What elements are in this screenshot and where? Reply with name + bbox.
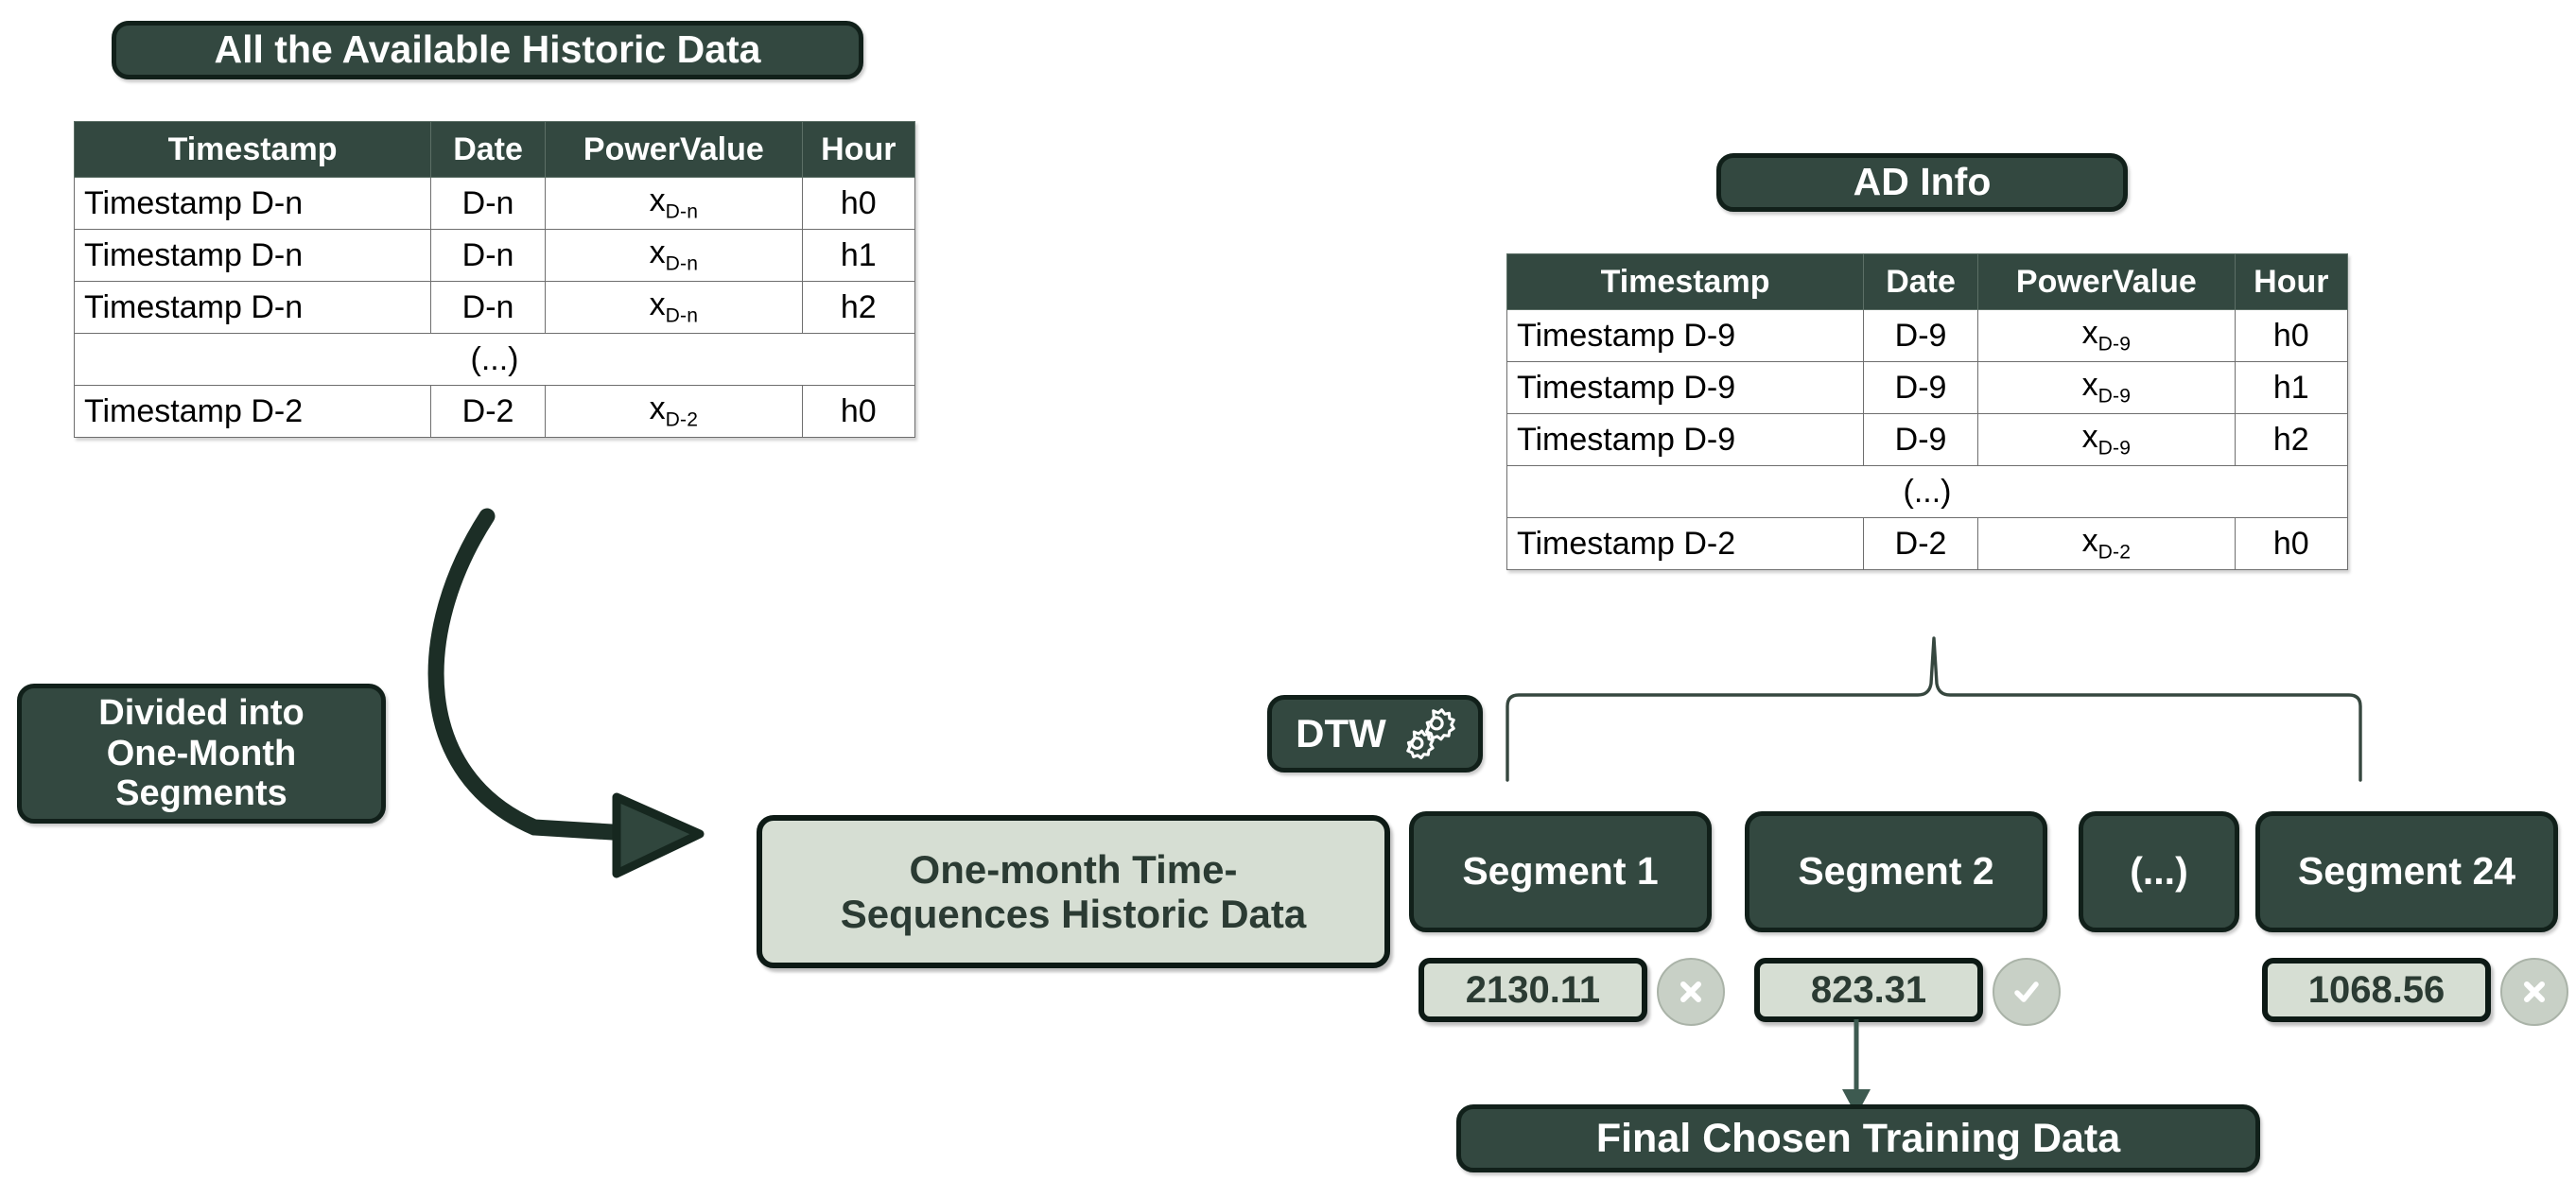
ad-col-powervalue: PowerValue (1977, 253, 2236, 310)
segment-24-box[interactable]: Segment 24 (2255, 811, 2558, 932)
cell-hour: h1 (2234, 361, 2349, 414)
segment-1-value: 2130.11 (1465, 968, 1601, 1011)
historic-col-date: Date (430, 121, 547, 178)
table-row: Timestamp D-n D-n xD-n h2 (73, 281, 916, 334)
cell-date: D-9 (1863, 413, 1979, 466)
historic-col-powervalue: PowerValue (545, 121, 803, 178)
table-row: Timestamp D-9 D-9 xD-9 h1 (1506, 361, 2349, 414)
cell-hour: h0 (801, 385, 916, 438)
ad-col-hour: Hour (2234, 253, 2349, 310)
cell-hour: h2 (2234, 413, 2349, 466)
cell-timestamp: Timestamp D-9 (1506, 309, 1865, 362)
gear-icon (1396, 704, 1455, 763)
ad-col-date: Date (1863, 253, 1979, 310)
cell-powervalue: xD-9 (1977, 361, 2236, 414)
ad-info-title: AD Info (1716, 153, 2128, 212)
dtw-label: DTW (1296, 711, 1386, 756)
cell-timestamp: Timestamp D-2 (1506, 517, 1865, 570)
historic-col-timestamp: Timestamp (73, 121, 432, 178)
ad-info-table: Timestamp Date PowerValue Hour Timestamp… (1506, 253, 2349, 570)
table-row: Timestamp D-2 D-2 xD-2 h0 (73, 385, 916, 438)
dtw-box[interactable]: DTW (1267, 695, 1483, 773)
divided-into-segments-box: Divided into One-Month Segments (17, 684, 386, 824)
cell-timestamp: Timestamp D-9 (1506, 413, 1865, 466)
cell-timestamp: Timestamp D-2 (73, 385, 432, 438)
table-row: Timestamp D-n D-n xD-n h0 (73, 177, 916, 230)
cell-ellipsis: (...) (74, 333, 915, 386)
historic-data-title-label: All the Available Historic Data (214, 27, 761, 72)
cell-date: D-9 (1863, 361, 1979, 414)
cell-timestamp: Timestamp D-n (73, 281, 432, 334)
onemonth-historic-data-label: One-month Time- Sequences Historic Data (840, 846, 1307, 936)
segment-1-label: Segment 1 (1462, 849, 1659, 894)
cell-powervalue: xD-n (545, 229, 803, 282)
historic-data-table: Timestamp Date PowerValue Hour Timestamp… (73, 121, 916, 438)
segment-1-box[interactable]: Segment 1 (1409, 811, 1712, 932)
table-row: Timestamp D-9 D-9 xD-9 h0 (1506, 309, 2349, 362)
cell-date: D-n (430, 229, 547, 282)
segment-2-label: Segment 2 (1798, 849, 1994, 894)
cell-ellipsis: (...) (1506, 465, 2348, 518)
cell-timestamp: Timestamp D-9 (1506, 361, 1865, 414)
cell-timestamp: Timestamp D-n (73, 229, 432, 282)
segment-ellipsis-box: (...) (2079, 811, 2239, 932)
x-circle-icon (1657, 958, 1725, 1026)
table-row-ellipsis: (...) (74, 333, 915, 386)
cell-powervalue: xD-9 (1977, 309, 2236, 362)
check-circle-icon (1993, 958, 2061, 1026)
historic-col-hour: Hour (801, 121, 916, 178)
cell-powervalue: xD-n (545, 177, 803, 230)
cell-date: D-n (430, 177, 547, 230)
table-row-ellipsis: (...) (1506, 465, 2348, 518)
segment-2-box[interactable]: Segment 2 (1745, 811, 2047, 932)
curved-arrow-to-onemonth (427, 508, 705, 878)
segment-ellipsis-label: (...) (2130, 849, 2188, 894)
segment-24-label: Segment 24 (2297, 849, 2516, 894)
cell-hour: h0 (2234, 517, 2349, 570)
onemonth-historic-data-box: One-month Time- Sequences Historic Data (757, 815, 1390, 968)
cell-hour: h0 (801, 177, 916, 230)
cell-hour: h2 (801, 281, 916, 334)
table-row: Timestamp D-n D-n xD-n h1 (73, 229, 916, 282)
ad-table-header-row: Timestamp Date PowerValue Hour (1506, 253, 2349, 310)
historic-data-title: All the Available Historic Data (112, 21, 863, 79)
divided-into-segments-label: Divided into One-Month Segments (98, 693, 305, 814)
final-training-data-box: Final Chosen Training Data (1456, 1104, 2260, 1172)
final-training-data-label: Final Chosen Training Data (1595, 1115, 2121, 1161)
arrow-segment2-to-final (1842, 1019, 1871, 1116)
cell-hour: h0 (2234, 309, 2349, 362)
cell-timestamp: Timestamp D-n (73, 177, 432, 230)
cell-powervalue: xD-2 (1977, 517, 2236, 570)
brace-ad-to-segments (1506, 636, 2362, 782)
cell-date: D-9 (1863, 309, 1979, 362)
table-row: Timestamp D-9 D-9 xD-9 h2 (1506, 413, 2349, 466)
x-circle-icon (2500, 958, 2568, 1026)
segment-2-value: 823.31 (1810, 968, 1927, 1011)
cell-powervalue: xD-2 (545, 385, 803, 438)
segment-2-value-box: 823.31 (1754, 958, 1983, 1022)
cell-date: D-2 (1863, 517, 1979, 570)
cell-hour: h1 (801, 229, 916, 282)
cell-date: D-2 (430, 385, 547, 438)
segment-24-value-box: 1068.56 (2262, 958, 2491, 1022)
cell-powervalue: xD-9 (1977, 413, 2236, 466)
ad-col-timestamp: Timestamp (1506, 253, 1865, 310)
segment-24-value: 1068.56 (2307, 968, 2445, 1011)
table-row: Timestamp D-2 D-2 xD-2 h0 (1506, 517, 2349, 570)
cell-powervalue: xD-n (545, 281, 803, 334)
historic-table-header-row: Timestamp Date PowerValue Hour (73, 121, 916, 178)
cell-date: D-n (430, 281, 547, 334)
ad-info-title-label: AD Info (1853, 160, 1992, 204)
segment-1-value-box: 2130.11 (1419, 958, 1647, 1022)
